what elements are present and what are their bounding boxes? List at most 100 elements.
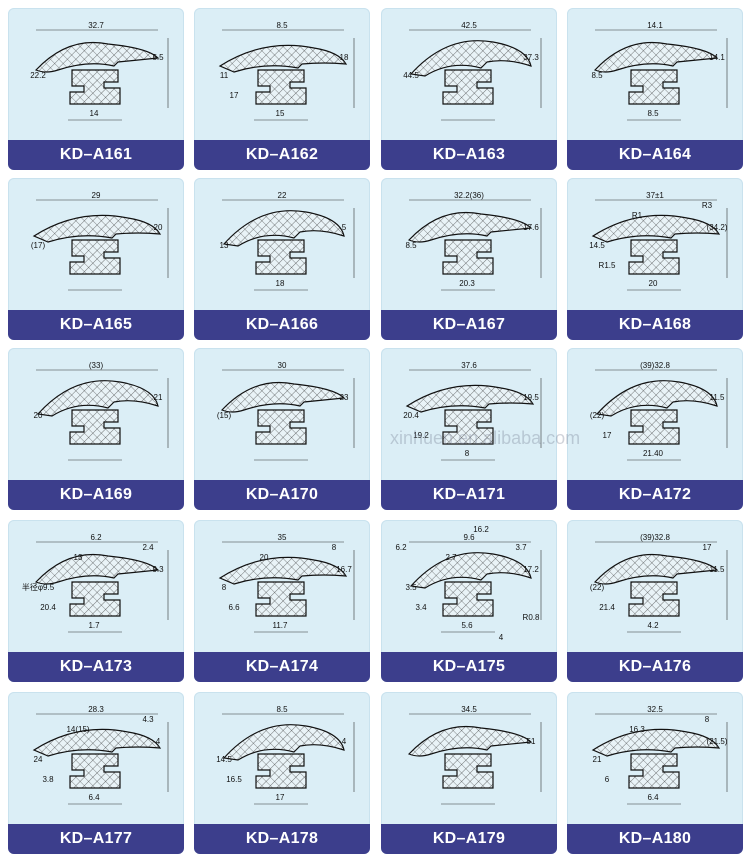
dimension-label: 14 bbox=[90, 109, 99, 118]
dimension-label: (22) bbox=[590, 411, 605, 420]
dimension-label: 20.4 bbox=[403, 411, 419, 420]
seal-lip-shape bbox=[218, 556, 348, 585]
seal-lip-shape bbox=[220, 381, 346, 413]
seal-body-shape bbox=[442, 581, 494, 617]
dimension-label: 5.6 bbox=[461, 621, 473, 630]
dimension-label: 2.7 bbox=[445, 553, 457, 562]
seal-lip-shape bbox=[591, 728, 721, 757]
seal-body-shape bbox=[255, 239, 307, 275]
dimension-label: 32.5 bbox=[647, 705, 663, 714]
dimension-label: 9.6 bbox=[463, 533, 475, 542]
dimension-label: (34.2) bbox=[707, 223, 728, 232]
dimension-label: 14(15) bbox=[66, 725, 89, 734]
dimension-label: 32.2(36) bbox=[454, 191, 484, 200]
dimension-label: 18 bbox=[340, 53, 349, 62]
seal-body-shape bbox=[255, 753, 307, 789]
product-code-label: KD–A169 bbox=[8, 480, 184, 510]
dimension-label: (33) bbox=[89, 361, 104, 370]
product-code-label: KD–A174 bbox=[194, 652, 370, 682]
dimension-label: 14.5 bbox=[216, 755, 232, 764]
dimension-label: 6.6 bbox=[228, 603, 240, 612]
seal-body-shape bbox=[69, 581, 121, 617]
product-code-label: KD–A178 bbox=[194, 824, 370, 854]
dimension-label: 11.5 bbox=[710, 393, 726, 402]
profile-drawing: 42.537.344.5 bbox=[403, 21, 542, 121]
seal-body-shape bbox=[69, 753, 121, 789]
dimension-label: 5.5 bbox=[152, 53, 164, 62]
product-code-label: KD–A177 bbox=[8, 824, 184, 854]
dimension-label: (39)32.8 bbox=[640, 361, 670, 370]
dimension-label: R3 bbox=[702, 201, 713, 210]
seal-lip-shape bbox=[218, 44, 348, 73]
seal-lip-shape bbox=[409, 552, 532, 589]
seal-body-shape bbox=[442, 239, 494, 275]
profile-drawing: 32.75.522.214 bbox=[30, 21, 169, 121]
product-code-label: KD–A172 bbox=[567, 480, 743, 510]
dimension-label: 35 bbox=[278, 533, 287, 542]
dimension-label: 3.4 bbox=[415, 603, 427, 612]
dimension-label: 17.6 bbox=[523, 223, 539, 232]
dimension-label: 37.3 bbox=[523, 53, 539, 62]
dimension-label: 16.5 bbox=[226, 775, 242, 784]
dimension-label: 6.4 bbox=[647, 793, 659, 802]
seal-lip-shape bbox=[591, 214, 721, 243]
dimension-label: 18 bbox=[276, 279, 285, 288]
dimension-label: 20.3 bbox=[459, 279, 475, 288]
dimension-label: 23 bbox=[340, 393, 349, 402]
dimension-label: 19.5 bbox=[523, 393, 539, 402]
dimension-label: 4.2 bbox=[647, 621, 659, 630]
dimension-label: (21.5) bbox=[707, 737, 728, 746]
seal-lip-shape bbox=[222, 724, 345, 761]
seal-body-shape bbox=[255, 409, 307, 445]
seal-lip-shape bbox=[409, 40, 532, 77]
product-code-label: KD–A167 bbox=[381, 310, 557, 340]
dimension-label: 4 bbox=[342, 737, 347, 746]
dimension-label: 4.3 bbox=[142, 715, 154, 724]
dimension-label: (17) bbox=[31, 241, 46, 250]
seal-lip-shape bbox=[407, 211, 533, 243]
seal-body-shape bbox=[442, 753, 494, 789]
dimension-label: 8 bbox=[332, 543, 337, 552]
product-code-label: KD–A175 bbox=[381, 652, 557, 682]
product-code-label: KD–A179 bbox=[381, 824, 557, 854]
dimension-label: 8 bbox=[465, 449, 470, 458]
product-code-label: KD–A166 bbox=[194, 310, 370, 340]
dimension-label: 8 bbox=[222, 583, 227, 592]
dimension-label: (15) bbox=[217, 411, 232, 420]
dimension-label: R1.5 bbox=[599, 261, 616, 270]
profile-drawing: 32.2(36)17.68.520.3 bbox=[405, 191, 542, 291]
profile-drawing: 34.551 bbox=[407, 705, 542, 805]
dimension-label: 13 bbox=[74, 553, 83, 562]
dimension-label: 6.2 bbox=[90, 533, 102, 542]
product-code-label: KD–A170 bbox=[194, 480, 370, 510]
dimension-label: 8.5 bbox=[647, 109, 659, 118]
dimension-label: 11 bbox=[220, 71, 229, 80]
seal-body-shape bbox=[442, 69, 494, 105]
